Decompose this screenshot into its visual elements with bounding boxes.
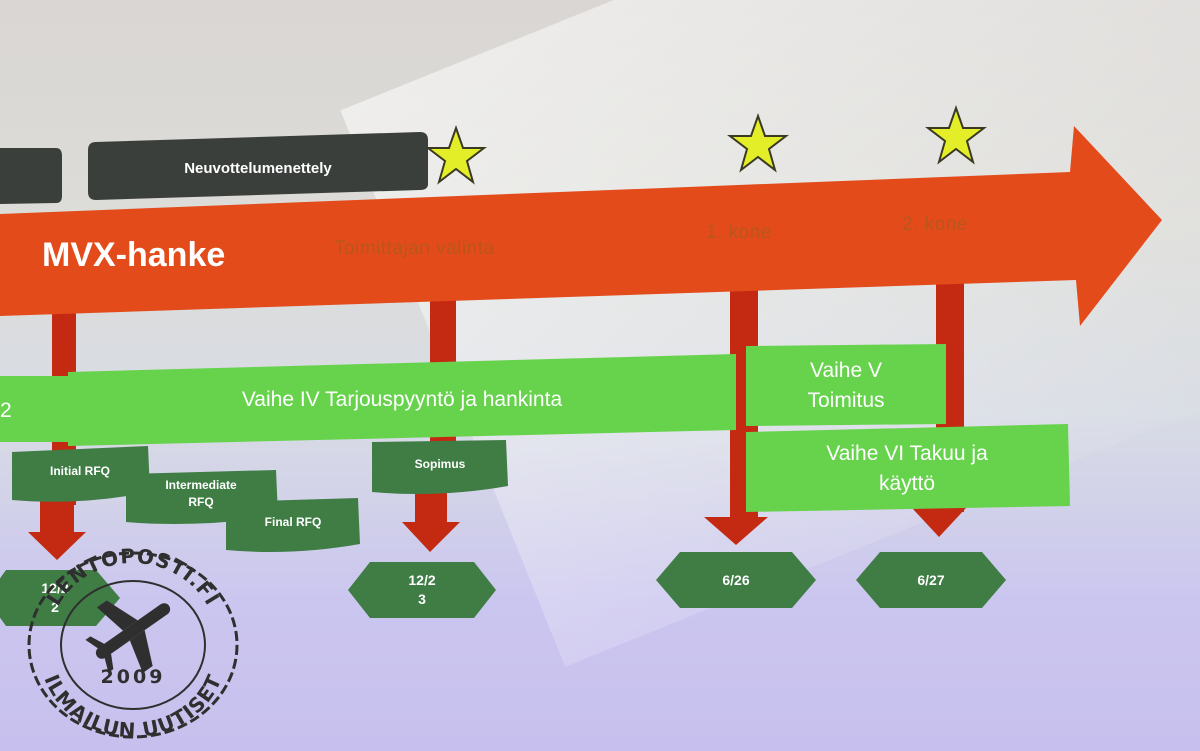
date-label-3: 6/26 bbox=[722, 571, 750, 588]
star-icon bbox=[727, 112, 789, 173]
connector-arrowhead bbox=[704, 517, 768, 545]
phase-v-label: Vaihe V Toimitus bbox=[746, 348, 946, 424]
phase-vi-bar bbox=[746, 424, 1070, 512]
date-label-4: 6/27 bbox=[917, 571, 945, 588]
milestone-first-aircraft: 1. kone bbox=[706, 222, 772, 243]
connector-arrowhead bbox=[912, 508, 966, 537]
milestone-second-aircraft: 2. kone bbox=[902, 214, 968, 235]
phase-iv-bar bbox=[68, 354, 736, 446]
prev-phase-label: 2 bbox=[0, 398, 12, 422]
left-tab-box bbox=[0, 148, 62, 204]
watermark-stamp: LENTOPOSTI.FI ILMAILUN UUTISET 2009 bbox=[27, 545, 239, 740]
connector-line bbox=[40, 500, 74, 535]
phase-iv-label: Vaihe IV Tarjouspyyntö ja hankinta bbox=[241, 387, 563, 411]
date-label-1-line2: 2 bbox=[51, 599, 59, 615]
date-hexagon bbox=[348, 562, 496, 618]
timeline-arrow bbox=[0, 126, 1162, 326]
initial-rfq-box bbox=[12, 446, 150, 502]
initial-rfq-label: Initial RFQ bbox=[50, 463, 110, 478]
phase-v-bar bbox=[746, 344, 946, 426]
phase-v-line1: Vaihe V bbox=[810, 358, 882, 382]
milestone-supplier-selection: Toimittajan valinta bbox=[334, 238, 495, 259]
final-rfq-label: Final RFQ bbox=[264, 514, 322, 529]
phase-vi-line1: Vaihe VI Takuu ja bbox=[826, 441, 988, 465]
intermediate-rfq-line1: Intermediate bbox=[165, 478, 237, 493]
final-rfq-box bbox=[226, 498, 360, 552]
date-label-2-line2: 3 bbox=[418, 591, 426, 607]
date-hexagon bbox=[856, 552, 1006, 608]
date-hexagon bbox=[0, 570, 120, 626]
phase-v-line2: Toimitus bbox=[807, 389, 885, 412]
procurement-tab-box bbox=[88, 132, 428, 200]
date-label-2: 12/2 3 bbox=[370, 562, 474, 618]
phase-vi-label: Vaihe VI Takuu ja käyttö bbox=[746, 430, 1068, 508]
watermark-site: LENTOPOSTI.FI bbox=[42, 545, 224, 610]
star-icon bbox=[425, 124, 487, 185]
intermediate-rfq-line2: RFQ bbox=[188, 495, 214, 509]
intermediate-rfq-label: Intermediate RFQ bbox=[126, 472, 276, 516]
connector-arrowhead bbox=[28, 532, 86, 560]
contract-label: Sopimus bbox=[414, 456, 466, 471]
connector-arrowhead bbox=[402, 522, 460, 552]
connector-line bbox=[415, 488, 447, 524]
project-title: MVX-hanke bbox=[42, 236, 226, 274]
prev-phase-bar bbox=[0, 376, 68, 442]
procurement-tab-label: Neuvottelumenettely bbox=[184, 159, 332, 177]
svg-text:LENTOPOSTI.FI: LENTOPOSTI.FI bbox=[42, 545, 225, 610]
date-label-2-line1: 12/2 bbox=[408, 572, 436, 589]
watermark-year: 2009 bbox=[101, 666, 166, 688]
airplane-icon bbox=[85, 600, 171, 673]
phase-vi-line2: käyttö bbox=[878, 472, 936, 495]
star-icon bbox=[925, 104, 987, 165]
contract-box bbox=[372, 440, 508, 494]
date-hexagon bbox=[656, 552, 816, 608]
